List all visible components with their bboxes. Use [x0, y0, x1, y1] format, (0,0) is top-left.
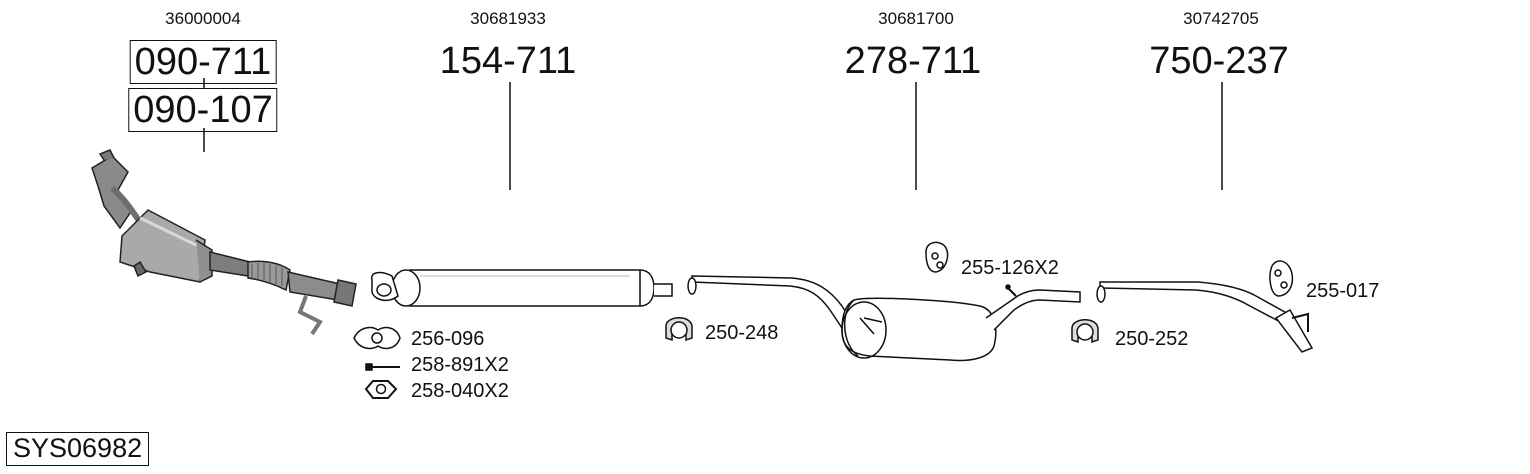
- front-silencer-part: [371, 269, 673, 307]
- oe-number-front-pipe: 30681933: [470, 9, 546, 28]
- clamp-part-number-1[interactable]: 250-248: [705, 322, 779, 344]
- oe-number-middle-silencer: 30681700: [878, 9, 954, 28]
- nut-part-number[interactable]: 258-040X2: [411, 380, 509, 402]
- part-number-catalyst-alt[interactable]: 090-107: [128, 88, 278, 132]
- rear-pipe-part: [1096, 281, 1314, 353]
- gasket-icon: [353, 326, 401, 350]
- clamp-icon: [665, 317, 693, 342]
- bolt-part-number[interactable]: 258-891X2: [411, 354, 509, 376]
- clamp-icon: [1071, 319, 1099, 344]
- oe-number-catalyst: 36000004: [165, 9, 241, 28]
- part-number-catalyst[interactable]: 090-711: [129, 40, 277, 84]
- bolt-icon: [365, 363, 400, 371]
- oe-number-rear-pipe: 30742705: [1183, 9, 1259, 28]
- hanger-part-number-1[interactable]: 255-126X2: [961, 257, 1059, 279]
- part-number-rear-pipe[interactable]: 750-237: [1149, 40, 1289, 82]
- hanger-icon: [925, 241, 949, 273]
- hanger-part-number-2[interactable]: 255-017: [1306, 280, 1380, 302]
- gasket-part-number[interactable]: 256-096: [411, 328, 485, 350]
- part-number-front-pipe[interactable]: 154-711: [439, 40, 577, 82]
- nut-icon: [364, 380, 398, 399]
- hanger-icon: [1269, 260, 1294, 297]
- clamp-part-number-2[interactable]: 250-252: [1115, 328, 1189, 350]
- catalytic-converter-part: [91, 149, 357, 336]
- middle-silencer-part: [687, 275, 1081, 362]
- system-id-label: SYS06982: [6, 432, 150, 466]
- part-number-middle-silencer[interactable]: 278-711: [844, 40, 982, 82]
